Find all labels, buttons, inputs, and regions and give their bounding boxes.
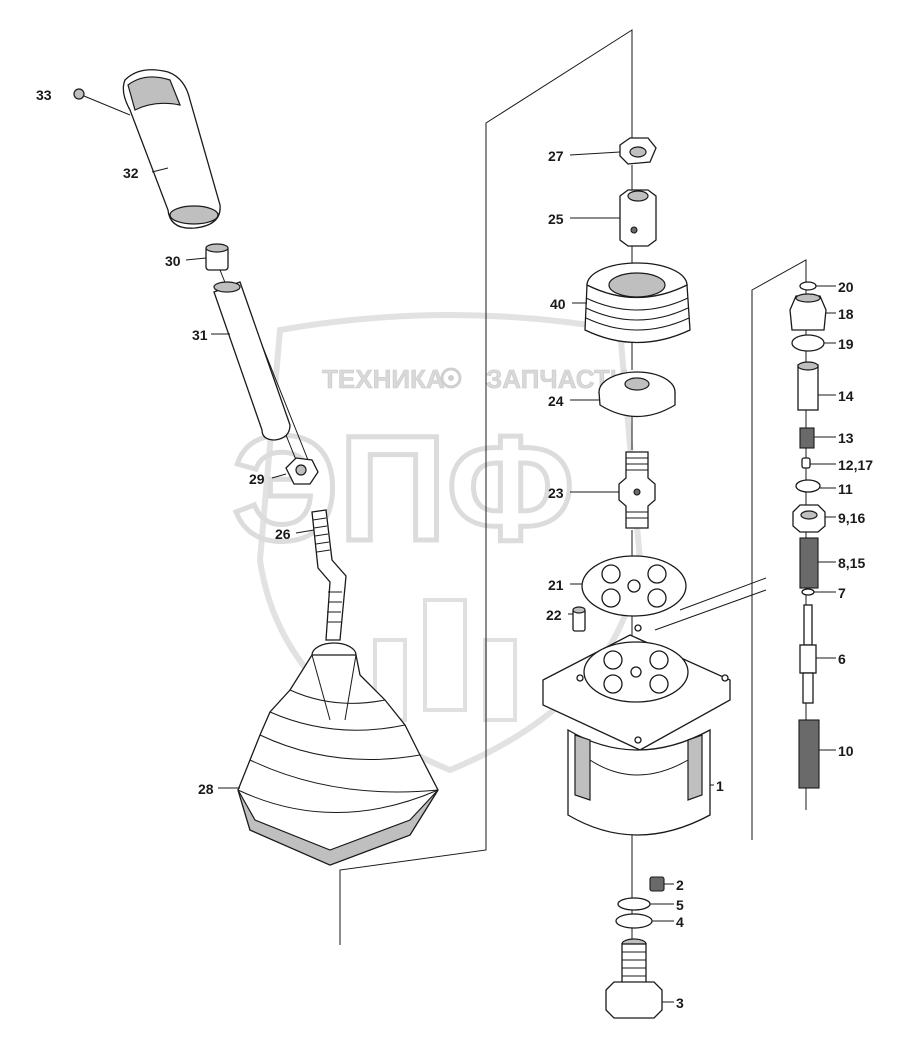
part-9-16-nut <box>792 504 826 533</box>
callout-32: 32 <box>123 165 139 181</box>
part-24-washer <box>598 371 676 418</box>
part-8-15-spring <box>799 537 819 589</box>
callout-29: 29 <box>249 471 265 487</box>
right-column-frame <box>751 259 807 840</box>
gear-icon <box>440 367 462 389</box>
watermark-text-left: ТЕХНИКА <box>322 364 445 394</box>
callout-30: 30 <box>165 253 181 269</box>
part-29-nut <box>285 457 319 485</box>
callout-28: 28 <box>198 781 214 797</box>
part-28-rubber-boot <box>237 642 439 866</box>
callout-12-17: 12,17 <box>838 457 873 473</box>
part-30-bushing <box>205 243 229 271</box>
callout-20: 20 <box>838 279 854 295</box>
callout-23: 23 <box>548 485 564 501</box>
callout-4: 4 <box>676 914 684 930</box>
callout-19: 19 <box>838 336 854 352</box>
part-2-plug <box>649 876 665 892</box>
part-20-ring <box>799 281 817 291</box>
callout-33: 33 <box>36 87 52 103</box>
callout-40: 40 <box>550 296 566 312</box>
callout-6: 6 <box>838 651 846 667</box>
part-40-bellows-seal <box>584 262 691 344</box>
callout-31: 31 <box>192 327 208 343</box>
part-21-plate <box>581 555 687 617</box>
callout-3: 3 <box>676 995 684 1011</box>
part-14-sleeve <box>797 361 819 411</box>
part-23-joint <box>618 451 656 529</box>
callout-27: 27 <box>548 148 564 164</box>
part-31-tube <box>213 281 291 441</box>
part-7-ring <box>801 588 815 596</box>
part-1-body <box>542 624 731 836</box>
part-26-lever-rod <box>311 509 347 641</box>
part-10-spring <box>798 719 820 789</box>
part-27-nut <box>619 137 657 165</box>
callout-24: 24 <box>548 393 564 409</box>
callout-10: 10 <box>838 743 854 759</box>
callout-22: 22 <box>546 607 562 623</box>
part-13-spring <box>799 427 815 449</box>
part-6-plunger <box>799 604 817 704</box>
part-25-coupling <box>619 189 657 247</box>
center-column-frame <box>339 29 633 945</box>
part-32-handle-grip <box>122 69 221 229</box>
part-11-washer <box>795 479 821 493</box>
callout-8-15: 8,15 <box>838 555 865 571</box>
callout-14: 14 <box>838 388 854 404</box>
callout-21: 21 <box>548 577 564 593</box>
part-5-ring <box>617 897 651 911</box>
callout-11: 11 <box>838 481 853 497</box>
callout-2: 2 <box>676 877 684 893</box>
part-19-ring <box>791 334 825 352</box>
part-33-screw <box>73 88 131 116</box>
part-18-cap <box>789 293 827 331</box>
callout-labels: 33 32 30 31 29 26 28 27 25 40 24 23 21 2… <box>36 87 873 1011</box>
wheat-emblem <box>373 598 517 722</box>
callout-5: 5 <box>676 897 684 913</box>
callout-1: 1 <box>716 778 724 794</box>
callout-7: 7 <box>838 585 846 601</box>
callout-25: 25 <box>548 211 564 227</box>
part-22-pin <box>572 606 586 632</box>
part-4-ring <box>615 913 653 929</box>
callout-9-16: 9,16 <box>838 510 865 526</box>
part-3-bolt <box>605 938 663 1019</box>
callout-leaders <box>151 151 836 1003</box>
callout-26: 26 <box>275 526 291 542</box>
part-12-17-pin <box>801 457 811 469</box>
callout-18: 18 <box>838 306 854 322</box>
callout-13: 13 <box>838 430 854 446</box>
